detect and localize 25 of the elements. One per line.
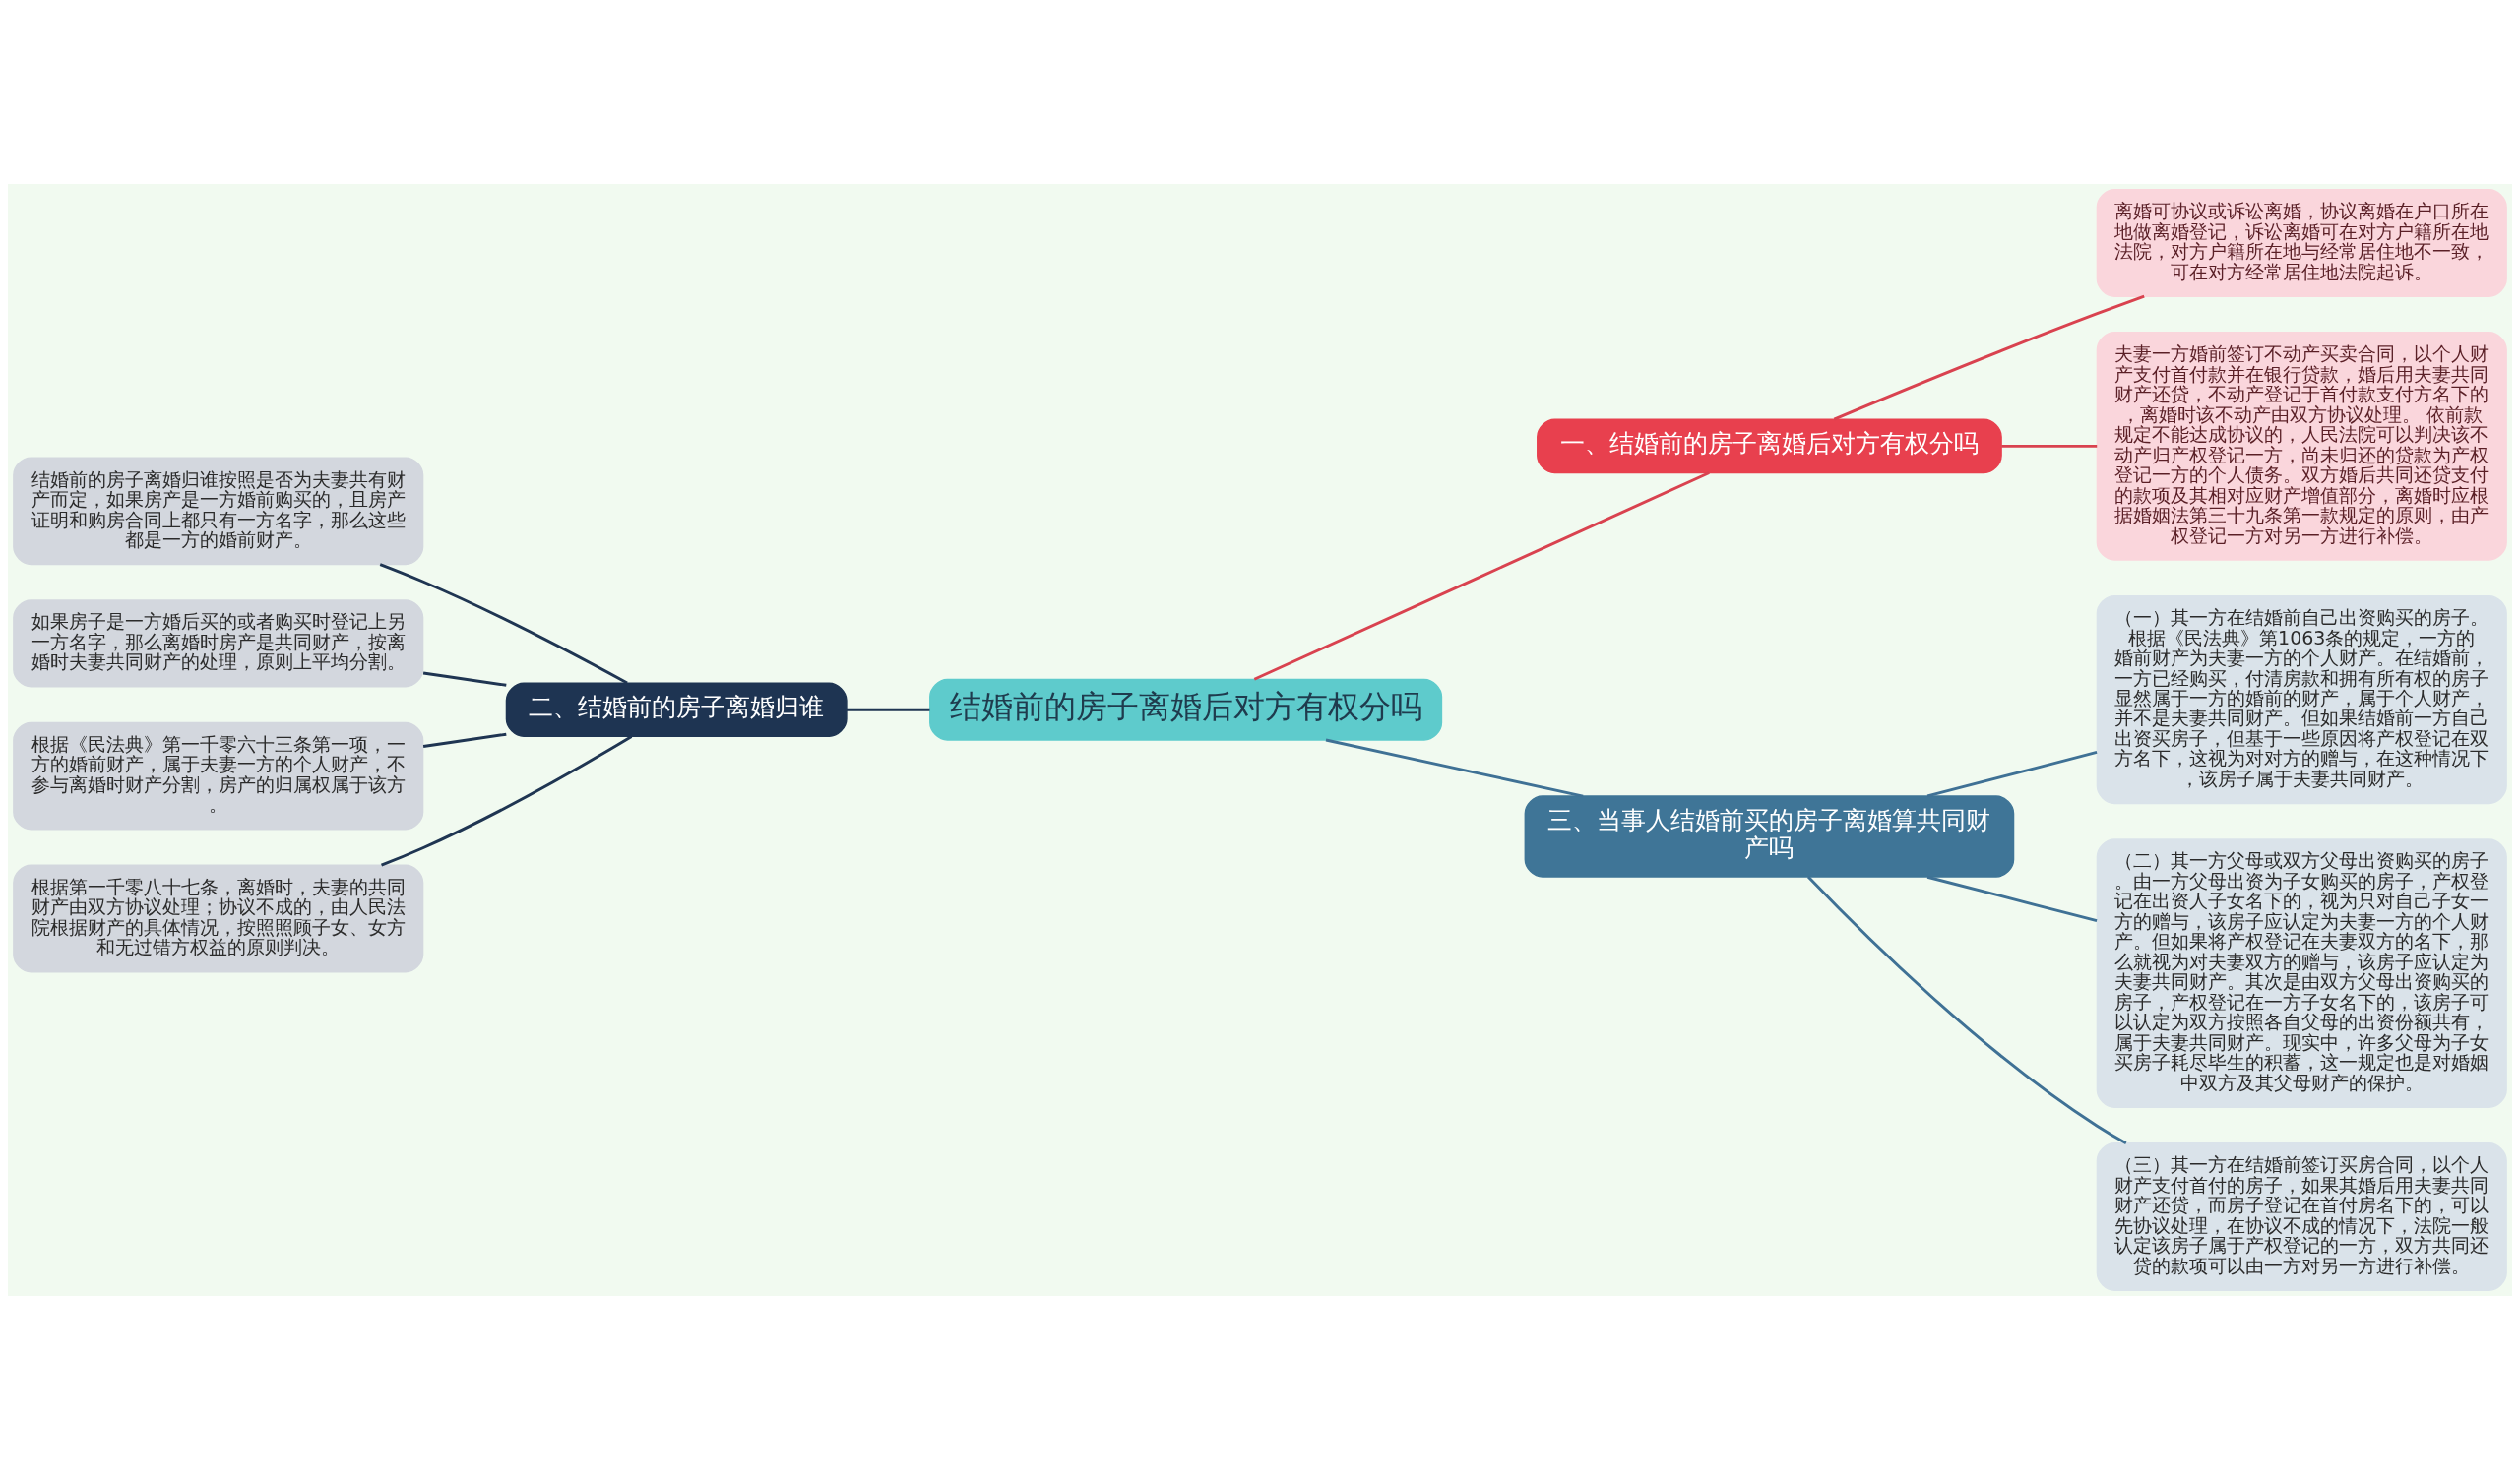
connector bbox=[846, 708, 930, 711]
node-box: 一、结婚前的房子离婚后对方有权分吗 bbox=[1537, 418, 2002, 474]
node-box: 离婚可协议或诉讼离婚，协议离婚在户口所在地做离婚登记，诉讼离婚可在对方户籍所在地法院，对方户籍所在地与经常居住地不一致，可在对方经常居住地法院起诉。 bbox=[2096, 189, 2507, 297]
connector bbox=[379, 563, 628, 685]
connector bbox=[1325, 738, 1584, 798]
node-box: （二）其一方父母或双方父母出资购买的房子。由一方父母出资为子女购买的房子，产权登记在出资人子女名下的，视为只对自己子女一方的赠与，该房子应认定为夫妻一方的个人财产。但如果将产权登记在夫妻双方的名下，那么就视为对夫妻双方的赠与，该房子应认定为夫妻共同财产。其次是由双方父母出资购买的房子，产权登记在一方子女名下的，该房子可以认定为双方按照各自父母的出资份额共有，属于夫妻共同财产。现实中，许多父母为子女买房子耗尽毕生的积蓄，这一规定也是对婚姻中双方及其父母财产的保护。 bbox=[2096, 838, 2507, 1108]
connector bbox=[1806, 876, 2127, 1145]
node-box: （三）其一方在结婚前签订买房合同，以个人财产支付首付的房子，如果其婚后用夫妻共同财产还贷，而房子登记在首付房名下的，可以先协议处理，在协议不成的情况下，法院一般认定该房子属于产权登记的一方，双方共同还贷的款项可以由一方对另一方进行补偿。 bbox=[2096, 1142, 2507, 1291]
connector bbox=[1833, 294, 2145, 421]
node-box: 根据第一千零八十七条，离婚时，夫妻的共同财产由双方协议处理；协议不成的，由人民法院根据财产的具体情况，按照照顾子女、女方和无过错方权益的原则判决。 bbox=[13, 864, 424, 973]
node-box: 二、结婚前的房子离婚归谁 bbox=[505, 682, 848, 738]
node-box: 三、当事人结婚前买的房子离婚算共同财产吗 bbox=[1524, 795, 2015, 878]
connector bbox=[1253, 471, 1710, 681]
connector bbox=[1926, 875, 2098, 923]
connector bbox=[422, 671, 507, 687]
node-box: 结婚前的房子离婚归谁按照是否为夫妻共有财产而定，如果房产是一方婚前购买的，且房产证明和购房合同上都只有一方名字，那么这些都是一方的婚前财产。 bbox=[13, 457, 424, 566]
connector bbox=[1926, 751, 2098, 798]
node-box: 根据《民法典》第一千零六十三条第一项，一方的婚前财产，属于夫妻一方的个人财产，不参与离婚时财产分割，房产的归属权属于该方。 bbox=[13, 721, 424, 831]
connector bbox=[381, 735, 633, 867]
node-box: 如果房子是一方婚后买的或者购买时登记上另一方名字，那么离婚时房产是共同财产，按离婚时夫妻共同财产的处理，原则上平均分割。 bbox=[13, 599, 424, 688]
node-box: （一）其一方在结婚前自己出资购买的房子。根据《民法典》第1063条的规定，一方的婚前财产为夫妻一方的个人财产。在结婚前，一方已经购买，付清房款和拥有所有权的房子显然属于一方的婚前的财产，属于个人财产，并不是夫妻共同财产。但如果结婚前一方自己出资买房子，但基于一些原因将产权登记在双方名下，这视为对对方的赠与，在这种情况下，该房子属于夫妻共同财产。 bbox=[2096, 594, 2507, 805]
connector bbox=[422, 732, 507, 748]
connector bbox=[2001, 444, 2098, 448]
node-box: 结婚前的房子离婚后对方有权分吗 bbox=[929, 678, 1443, 741]
node-box: 夫妻一方婚前签订不动产买卖合同，以个人财产支付首付款并在银行贷款，婚后用夫妻共同财产还贷，不动产登记于首付款支付方名下的，离婚时该不动产由双方协议处理。 依前款规定不能达成协议的，人民法院可以判决该不动产归产权登记一方，尚未归还的贷款为产权登记一方的个人债务。双方婚后共同还贷支付的款项及其相对应财产增值部分，离婚时应根据婚姻法第三十九条第一款规定的原则，由产权登记一方对另一方进行补偿。 bbox=[2096, 332, 2507, 561]
